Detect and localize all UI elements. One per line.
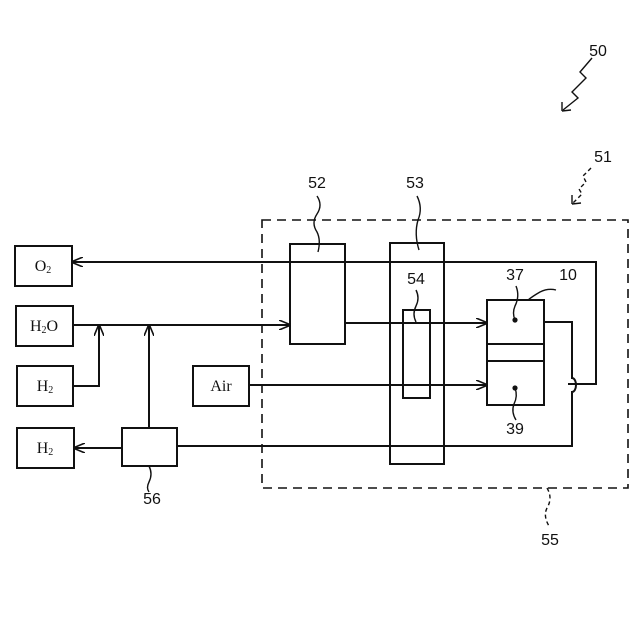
ref-56-label: 56 — [143, 491, 161, 508]
leader-55 — [545, 488, 550, 526]
air-box-label: Air — [210, 378, 232, 395]
leader-50-arrow-b — [562, 110, 571, 111]
unit-56-box — [122, 428, 177, 466]
leader-51-arrow-b — [572, 203, 581, 204]
leader-50 — [563, 58, 592, 110]
ref-51-label: 51 — [594, 149, 612, 166]
ref-10-label: 10 — [559, 267, 577, 284]
leader-10 — [528, 289, 556, 300]
unit-52-box — [290, 244, 345, 344]
ref-54-label: 54 — [407, 271, 425, 288]
ref-53-label: 53 — [406, 175, 424, 192]
ref-37-label: 37 — [506, 267, 524, 284]
leader-56 — [148, 466, 152, 492]
leader-53 — [416, 196, 420, 250]
ref-52-label: 52 — [308, 175, 326, 192]
leader-51 — [573, 168, 591, 203]
ref-50-label: 50 — [589, 43, 607, 60]
ref-55-label: 55 — [541, 532, 559, 549]
h2-input-line — [73, 325, 99, 386]
ref-39-label: 39 — [506, 421, 524, 438]
